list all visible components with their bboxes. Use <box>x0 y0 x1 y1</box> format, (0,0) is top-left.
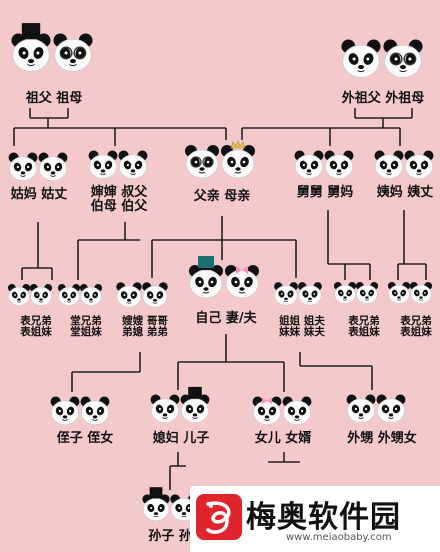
panda-face-icon <box>88 150 118 179</box>
node-label-line-2: 伯母 伯父 <box>90 198 148 214</box>
panda-face-icon <box>142 487 170 522</box>
node-label-line-1: 姐姐 姐夫 <box>279 315 325 327</box>
panda-face-icon <box>221 140 255 179</box>
panda-face-icon <box>341 39 381 78</box>
node-label: 姨妈 姨丈 <box>368 186 440 200</box>
node-label-line-1: 堂兄弟 <box>70 315 102 327</box>
node-label: 外甥 外甥女 <box>334 432 430 446</box>
node-label: 女儿 女婿 <box>244 432 322 446</box>
node-label-line-1: 自己 妻/夫 <box>195 311 257 326</box>
panda-face-icon <box>274 282 298 306</box>
panda-face-icon <box>409 281 433 304</box>
panda-face-icon <box>185 145 219 179</box>
node-label-line-1: 婶婶 叔父 <box>90 185 148 200</box>
watermark-url: www.meiaobaby.com <box>286 532 392 543</box>
panda-face-icon <box>374 150 404 179</box>
node-label: 侄子 侄女 <box>48 432 122 446</box>
node-label-line-2: 表姐妹 <box>20 326 52 339</box>
panda-face-icon <box>376 394 406 423</box>
panda-face-icon <box>142 282 168 308</box>
node-label: 表兄弟表姐妹 <box>334 315 394 339</box>
node-label-line-2: 妹妹 妹夫 <box>279 326 325 339</box>
panda-face-icon <box>118 150 148 179</box>
panda-face-icon <box>180 386 210 423</box>
node-label-line-1: 姨妈 姨丈 <box>376 185 434 200</box>
watermark-logo: 梅奥软件园 www.meiaobaby.com <box>190 486 440 552</box>
panda-face-icon <box>324 150 354 179</box>
panda-face-icon <box>189 256 223 299</box>
node-label-line-1: 外甥 外甥女 <box>347 431 417 446</box>
node-label-line-2: 弟媳 弟弟 <box>122 326 168 339</box>
panda-face-icon <box>404 150 434 179</box>
node-label-line-1: 嫂嫂 哥哥 <box>122 315 168 327</box>
panda-face-icon <box>333 281 357 304</box>
panda-face-icon <box>7 283 31 306</box>
node-label: 父亲 母亲 <box>176 190 268 204</box>
node-label: 嫂嫂 哥哥弟媳 弟弟 <box>112 315 178 339</box>
node-label-line-1: 侄子 侄女 <box>56 431 114 446</box>
node-label: 自己 妻/夫 <box>180 312 272 326</box>
node-label-line-1: 舅舅 舅妈 <box>296 185 354 200</box>
node-label: 姑妈 姑丈 <box>2 188 76 202</box>
dragon-logo-icon <box>196 494 242 540</box>
node-label: 孙子 孙 <box>138 530 202 544</box>
node-label-line-2: 表姐妹 <box>348 326 380 339</box>
panda-face-icon <box>387 281 411 304</box>
node-label: 媳妇 儿子 <box>142 432 220 446</box>
node-label-line-1: 父亲 母亲 <box>193 189 251 204</box>
node-label-line-1: 祖父 祖母 <box>25 91 83 106</box>
node-label-line-1: 表兄弟 <box>400 315 432 327</box>
panda-face-icon <box>298 282 322 306</box>
node-label: 舅舅 舅妈 <box>288 186 362 200</box>
node-label: 祖父 祖母 <box>6 92 102 106</box>
node-label: 外祖父 外祖母 <box>330 92 436 106</box>
panda-face-icon <box>11 23 51 72</box>
panda-face-icon <box>346 394 376 423</box>
panda-face-icon <box>252 396 282 425</box>
node-label: 表兄弟表姐妹 <box>6 315 66 339</box>
panda-face-icon <box>150 394 180 423</box>
panda-face-icon <box>29 283 53 306</box>
node-label-line-1: 外祖父 外祖母 <box>341 91 425 106</box>
panda-face-icon <box>383 39 423 78</box>
panda-face-icon <box>8 152 38 181</box>
panda-face-icon <box>225 265 259 299</box>
panda-face-icon <box>53 33 93 72</box>
node-label: 堂兄弟堂姐妹 <box>56 315 116 339</box>
panda-face-icon <box>116 282 142 308</box>
node-label: 姐姐 姐夫妹妹 妹夫 <box>270 315 334 339</box>
node-label-line-1: 表兄弟 <box>20 315 52 327</box>
panda-face-icon <box>282 396 312 425</box>
watermark-name: 梅奥软件园 <box>246 500 401 535</box>
node-label-line-2: 表姐妹 <box>400 326 432 339</box>
panda-face-icon <box>57 283 81 306</box>
node-label: 表兄弟表姐妹 <box>386 315 440 339</box>
panda-face-icon <box>50 396 80 425</box>
node-label-line-2: 堂姐妹 <box>70 326 102 339</box>
panda-face-icon <box>79 283 103 306</box>
panda-face-icon <box>80 396 110 425</box>
node-label: 婶婶 叔父伯母 伯父 <box>80 186 158 213</box>
panda-face-icon <box>294 150 324 179</box>
panda-face-icon <box>38 152 68 181</box>
node-label-line-1: 孙子 孙 <box>148 529 192 544</box>
node-label-line-1: 表兄弟 <box>348 315 380 327</box>
node-label-line-1: 姑妈 姑丈 <box>10 187 68 202</box>
node-label-line-1: 媳妇 儿子 <box>152 431 210 446</box>
panda-face-icon <box>355 281 379 304</box>
node-label-line-1: 女儿 女婿 <box>254 431 312 446</box>
